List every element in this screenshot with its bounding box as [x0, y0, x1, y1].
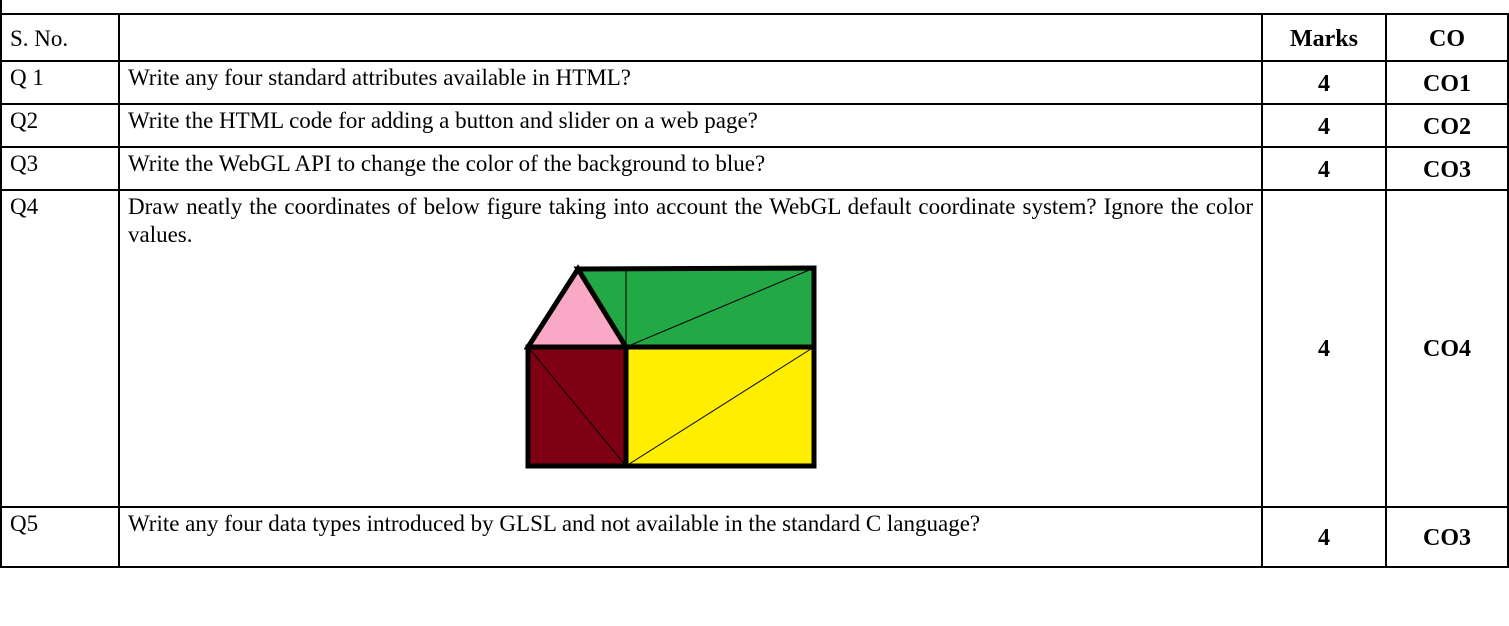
question-text: Write the WebGL API to change the color …: [118, 146, 1263, 191]
question-co: CO4: [1385, 189, 1509, 508]
house-figure: [524, 264, 817, 469]
question-number: Q2: [0, 103, 120, 148]
question-marks: 4: [1261, 506, 1387, 568]
upper-block-divider: [625, 267, 815, 348]
question-number: Q5: [0, 506, 120, 568]
header-question: [118, 13, 1263, 62]
question-marks: 4: [1261, 146, 1387, 191]
figure-container: [128, 249, 1253, 489]
question-co: CO1: [1385, 60, 1509, 105]
question-marks: 4: [1261, 60, 1387, 105]
question-co: CO2: [1385, 103, 1509, 148]
header-sno: S. No.: [0, 13, 120, 62]
question-co: CO3: [1385, 506, 1509, 568]
question-number: Q3: [0, 146, 120, 191]
question-marks: 4: [1261, 189, 1387, 508]
header-co: CO: [1385, 13, 1509, 62]
table-header-row: S. No. Marks CO: [0, 13, 1509, 62]
table-row: Q3 Write the WebGL API to change the col…: [0, 146, 1509, 191]
table-row: Q 1 Write any four standard attributes a…: [0, 60, 1509, 105]
lower-left-diagonal: [527, 346, 627, 467]
table-row: Q4 Draw neatly the coordinates of below …: [0, 189, 1509, 508]
question-text: Write the HTML code for adding a button …: [118, 103, 1263, 148]
question-number: Q 1: [0, 60, 120, 105]
question-text: Write any four standard attributes avail…: [118, 60, 1263, 105]
header-marks: Marks: [1261, 13, 1387, 62]
table-row: Q5 Write any four data types introduced …: [0, 506, 1509, 568]
question-text: Draw neatly the coordinates of below fig…: [128, 194, 1253, 247]
lower-right-diagonal: [625, 346, 815, 467]
question-text: Write any four data types introduced by …: [118, 506, 1263, 568]
question-table: S. No. Marks CO Q 1 Write any four stand…: [0, 13, 1509, 568]
question-co: CO3: [1385, 146, 1509, 191]
table-row: Q2 Write the HTML code for adding a butt…: [0, 103, 1509, 148]
question-marks: 4: [1261, 103, 1387, 148]
question-number: Q4: [0, 189, 120, 508]
page-edge: [0, 0, 2, 14]
question-cell: Draw neatly the coordinates of below fig…: [118, 189, 1263, 508]
